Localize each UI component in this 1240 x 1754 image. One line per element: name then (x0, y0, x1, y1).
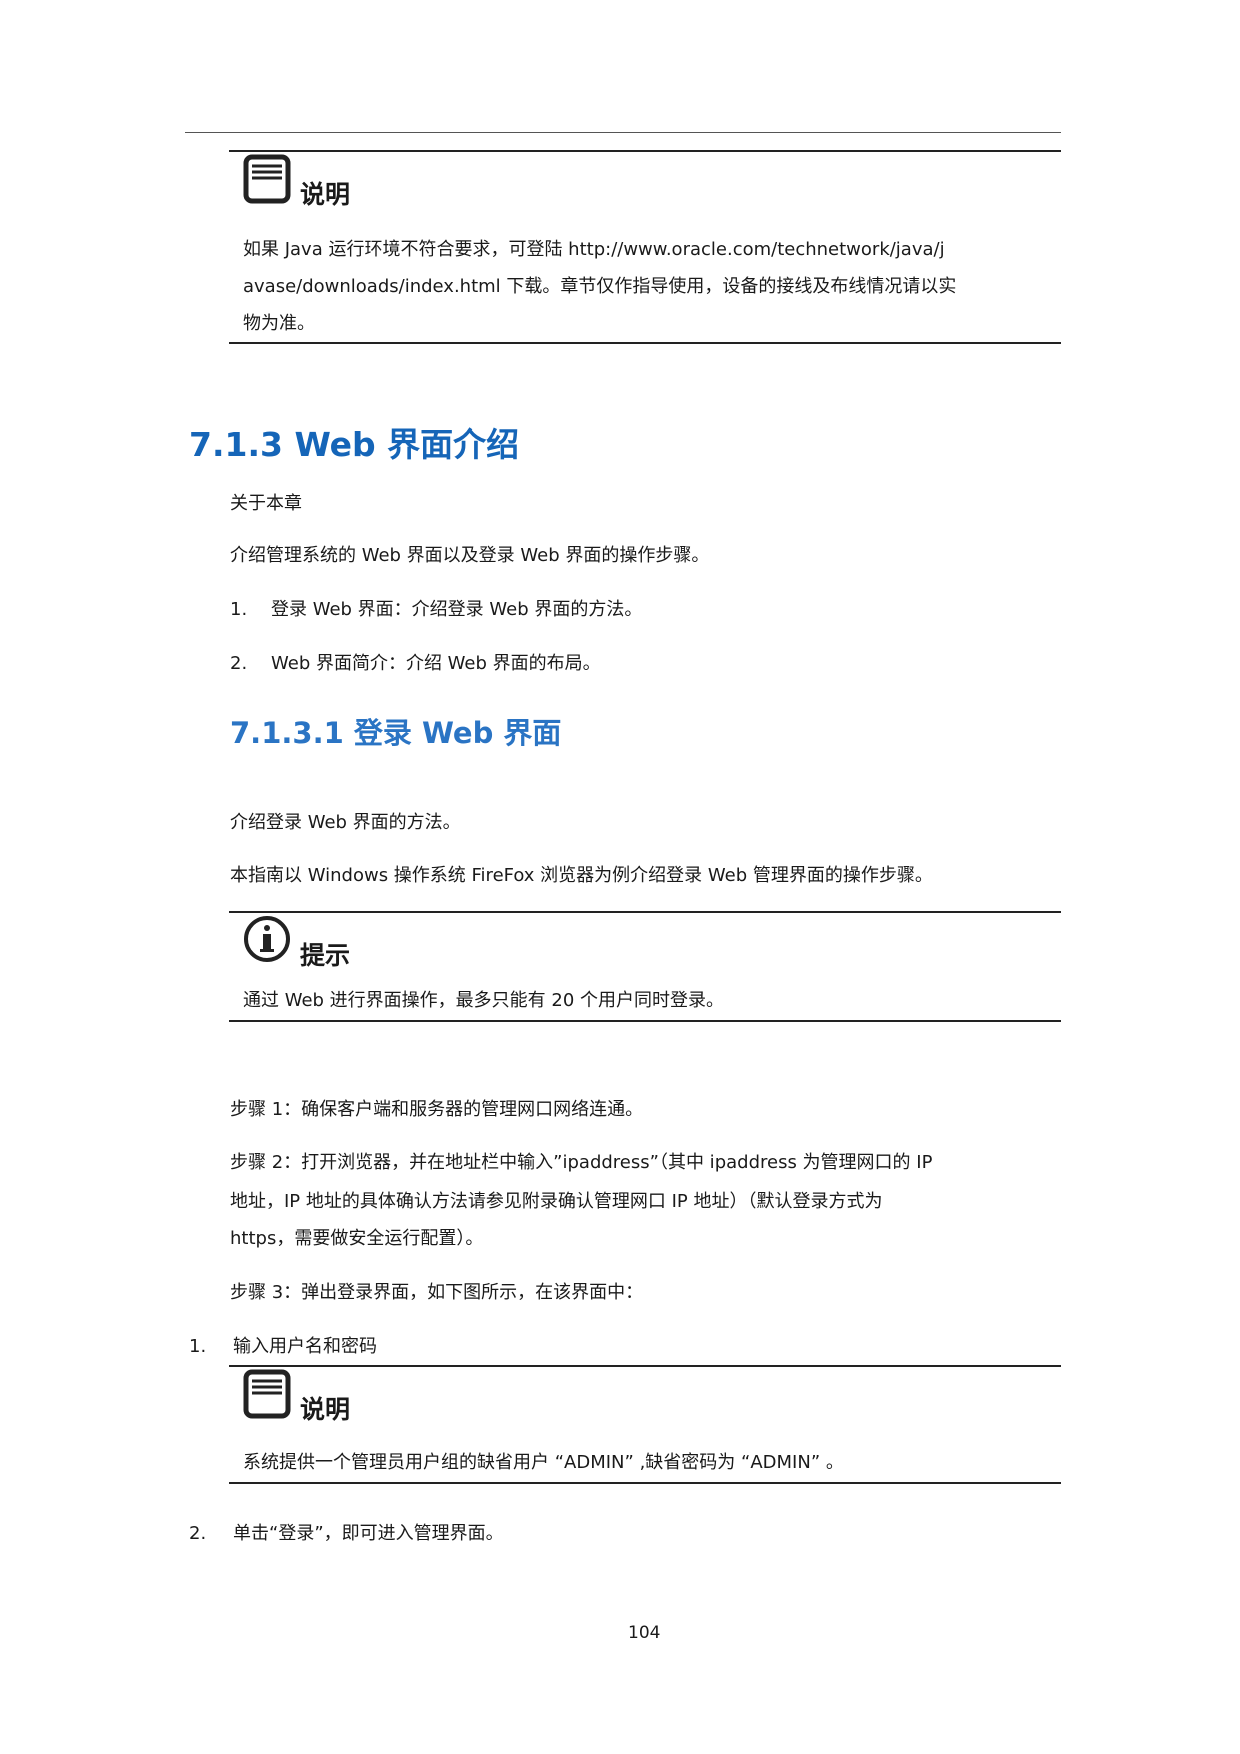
note-text-line: 物为准。 (243, 313, 315, 334)
subsection-guide: 本指南以 Windows 操作系统 FireFox 浏览器为例介绍登录 Web … (230, 865, 933, 886)
note-icon (243, 154, 291, 204)
subsection-intro: 介绍登录 Web 界面的方法。 (230, 812, 461, 833)
note-text-line: avase/downloads/index.html 下载。章节仅作指导使用，设… (243, 276, 957, 297)
tip-bottom-rule (229, 1020, 1061, 1022)
note-title: 说明 (300, 1395, 351, 1424)
note-top-rule (229, 1365, 1061, 1367)
note-top-rule (229, 150, 1061, 152)
tip-title: 提示 (300, 941, 351, 970)
list-item: 单击“登录”，即可进入管理界面。 (233, 1523, 504, 1544)
list-number: 1. (189, 1336, 207, 1357)
list-number: 1. (230, 599, 248, 620)
subsection-heading: 7.1.3.1 登录 Web 界面 (230, 716, 562, 750)
tip-text: 通过 Web 进行界面操作，最多只能有 20 个用户同时登录。 (243, 990, 725, 1011)
list-item: Web 界面简介：介绍 Web 界面的布局。 (271, 653, 601, 674)
step-2-line: 地址，IP 地址的具体确认方法请参见附录确认管理网口 IP 地址）（默认登录方式… (230, 1191, 883, 1212)
list-item: 输入用户名和密码 (233, 1336, 377, 1357)
about-label: 关于本章 (230, 493, 302, 514)
tip-top-rule (229, 911, 1061, 913)
page-number: 104 (628, 1623, 661, 1643)
step-3: 步骤 3：弹出登录界面，如下图所示，在该界面中： (230, 1282, 644, 1303)
list-item: 登录 Web 界面：介绍登录 Web 界面的方法。 (271, 599, 643, 620)
note-title: 说明 (300, 180, 351, 209)
section-heading: 7.1.3 Web 界面介绍 (189, 425, 520, 464)
list-number: 2. (230, 653, 248, 674)
note-text: 系统提供一个管理员用户组的缺省用户 “ADMIN” ,缺省密码为 “ADMIN”… (243, 1452, 844, 1473)
header-rule (185, 132, 1061, 133)
note-text-line: 如果 Java 运行环境不符合要求，可登陆 http://www.oracle.… (243, 239, 945, 260)
note-icon (243, 1369, 291, 1419)
step-2-line: 步骤 2：打开浏览器，并在地址栏中输入”ipaddress”（其中 ipaddr… (230, 1152, 933, 1173)
list-number: 2. (189, 1523, 207, 1544)
step-2-line: https，需要做安全运行配置）。 (230, 1228, 484, 1249)
step-1: 步骤 1：确保客户端和服务器的管理网口网络连通。 (230, 1099, 644, 1120)
note-bottom-rule (229, 1482, 1061, 1484)
info-icon (244, 916, 290, 962)
section-intro: 介绍管理系统的 Web 界面以及登录 Web 界面的操作步骤。 (230, 545, 710, 566)
note-bottom-rule (229, 342, 1061, 344)
